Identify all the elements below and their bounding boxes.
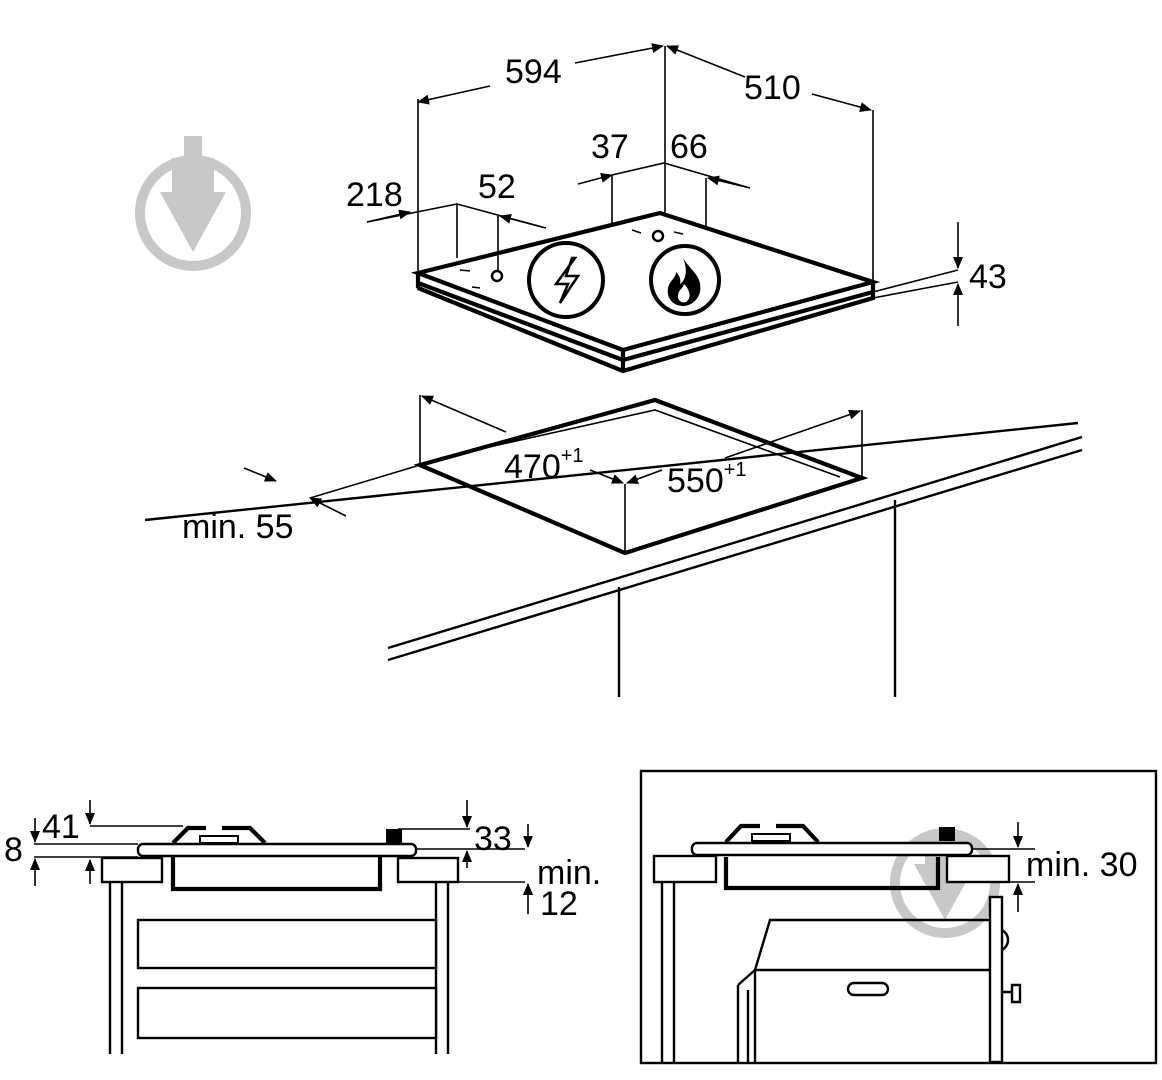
hob-body [410,210,959,374]
oven-section-drawing [639,769,1158,1065]
dim-cutout-width: 550+1 [667,459,747,500]
dim-hob-width: 594 [505,53,562,91]
cutout [243,395,869,556]
dim-connection-left: 218 [346,176,403,214]
dim-hob-depth: 510 [744,69,801,107]
dim-glass-thickness: 8 [4,831,23,869]
dim-oven-clearance: min. 30 [1026,846,1138,884]
dim-hob-height: 43 [969,258,1007,296]
dim-cutout-depth: 470+1 [504,445,584,486]
dim-min-value: 12 [540,885,578,923]
top-dimension-lines [366,43,874,282]
dim-min-label: min. [537,854,601,892]
flame-icon [649,244,721,316]
dim-right-height: 33 [474,820,512,858]
dim-connection-right-right: 66 [670,128,708,166]
dim-top-height: 41 [42,808,80,846]
side-section-drawing [30,800,533,1054]
dim-connection-left-depth: 52 [478,168,516,206]
watermark-icon-top [135,136,251,271]
dim-edge-min: min. 55 [182,508,294,546]
lightning-icon [527,241,605,319]
worktop [144,421,1083,697]
dim-connection-right-left: 37 [591,128,629,166]
